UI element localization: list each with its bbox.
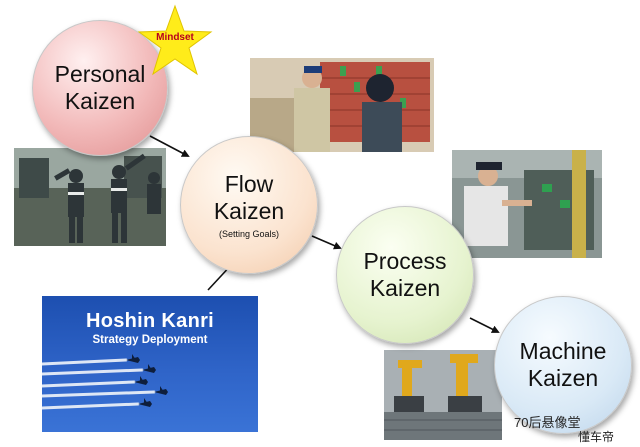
photo-workers-board [250,58,434,152]
node-machine-kaizen: Machine Kaizen [494,296,632,434]
star-label: Mindset [156,32,194,43]
hoshin-title: Hoshin Kanri [85,310,215,332]
jets-illustration [42,354,168,410]
hoshin-subtitle: Strategy Deployment [92,334,208,346]
node-flow-line2: Kaizen [213,198,285,224]
node-flow-kaizen: Flow Kaizen (Setting Goals) [180,136,318,274]
photo-worker-machine [452,150,602,258]
mindset-star-icon [137,4,213,76]
photo-workers-exercise [14,148,166,246]
node-machine-line1: Machine [519,338,607,364]
hoshin-kanri-panel: Hoshin Kanri Strategy Deployment [42,296,258,432]
node-flow-sub: (Setting Goals) [218,229,280,239]
node-process-kaizen: Process Kaizen [336,206,474,344]
node-flow-line1: Flow [224,171,274,197]
node-personal-kaizen: Personal Kaizen [32,20,168,156]
node-machine-line2: Kaizen [527,365,599,391]
watermark-text: 70后悬像堂 [514,415,581,430]
node-personal-line1: Personal [54,61,146,87]
node-personal-line2: Kaizen [64,88,136,114]
watermark-text-2: 懂车帝 [578,430,615,444]
node-process-line1: Process [363,248,447,274]
arrow-process-to-machine [469,317,500,333]
photo-robot-line [384,350,502,440]
node-process-line2: Kaizen [369,275,441,301]
arrow-personal-to-flow [149,135,190,157]
arrow-flow-to-process [311,235,342,250]
